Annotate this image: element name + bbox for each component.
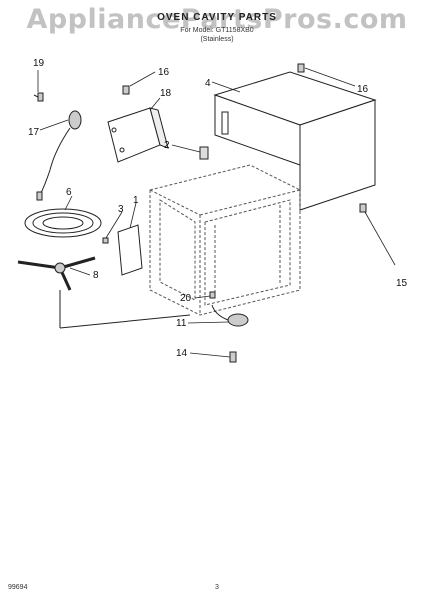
callout-15: 15	[396, 278, 408, 289]
model-info: For Model: GT1158XB0 (Stainless)	[0, 26, 434, 44]
callout-16-right: 16	[357, 84, 369, 95]
lamp-socket-assembly	[36, 110, 82, 201]
group-bracket-line	[59, 290, 191, 329]
turntable-support	[17, 256, 96, 291]
waveguide-cover-plate	[117, 224, 143, 276]
screw-part-16	[122, 63, 305, 95]
watermark: AppliancePartsPros.com	[26, 4, 408, 35]
screw-part-19	[33, 92, 44, 102]
callout-1: 1	[133, 195, 139, 206]
small-bracket-part	[199, 146, 209, 160]
screw-part-15	[359, 203, 367, 213]
callout-14: 14	[176, 348, 188, 359]
screw-part-14	[229, 351, 237, 363]
page-number: 3	[215, 584, 219, 591]
turntable-motor	[211, 304, 249, 327]
callout-4: 4	[205, 78, 211, 89]
model-line: For Model: GT1158XB0	[180, 27, 254, 34]
outer-cabinet-wrapper	[213, 71, 377, 211]
diagram-title: OVEN CAVITY PARTS	[157, 12, 277, 23]
callout-20: 20	[180, 293, 192, 304]
bracket-panel	[107, 107, 169, 163]
callout-8: 8	[93, 270, 99, 281]
callout-2: 2	[164, 140, 170, 151]
clip-part-20	[209, 291, 216, 299]
callout-17: 17	[28, 127, 40, 138]
model-variant: (Stainless)	[200, 36, 234, 43]
callout-labels: 19 16 18 4 16 17 2 6 3 1 8 20 11 14 15	[28, 58, 408, 359]
leader-lines	[37, 67, 396, 358]
document-code: 99694	[8, 584, 28, 591]
bolt-part-3	[102, 237, 109, 244]
callout-16-top: 16	[158, 67, 170, 78]
callout-6: 6	[66, 187, 72, 198]
callout-19: 19	[33, 58, 45, 69]
oven-cavity-outline	[149, 164, 301, 316]
callout-11: 11	[176, 318, 187, 329]
turntable-tray	[24, 208, 102, 238]
callout-18: 18	[160, 88, 172, 99]
callout-3: 3	[118, 204, 124, 215]
